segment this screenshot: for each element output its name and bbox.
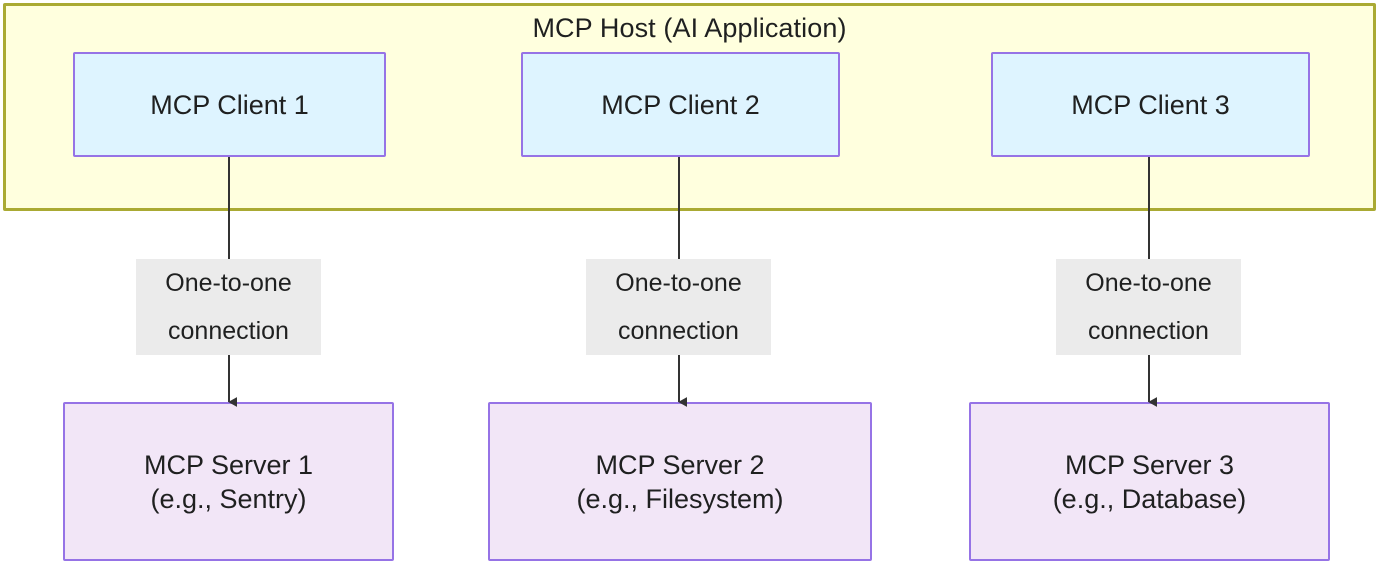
node-label-line2: (e.g., Sentry) [150, 483, 307, 514]
node-mcp-client-1[interactable]: MCP Client 1 [73, 52, 386, 157]
node-label-line2: (e.g., Database) [1052, 483, 1247, 514]
node-label-line1: MCP Server 3 [1064, 449, 1235, 480]
node-label: MCP Client 3 [1071, 89, 1230, 120]
edge-label-line1: One-to-one [615, 269, 742, 297]
edge-label-line2: connection [168, 317, 289, 345]
node-label-line2: (e.g., Filesystem) [576, 483, 784, 514]
node-label: MCP Client 2 [601, 89, 760, 120]
edge-label-line1: One-to-one [165, 269, 292, 297]
node-label: MCP Client 1 [150, 89, 309, 120]
edge-label-one-to-one-3: One-to-one connection [1056, 259, 1241, 355]
node-mcp-server-3[interactable]: MCP Server 3 (e.g., Database) [969, 402, 1330, 561]
node-label-line1: MCP Server 1 [143, 449, 314, 480]
edge-label-line2: connection [1088, 317, 1209, 345]
edge-label-one-to-one-1: One-to-one connection [136, 259, 321, 355]
node-mcp-server-2[interactable]: MCP Server 2 (e.g., Filesystem) [488, 402, 872, 561]
node-label-line1: MCP Server 2 [595, 449, 765, 480]
edge-label-line1: One-to-one [1085, 269, 1212, 297]
edge-label-one-to-one-2: One-to-one connection [586, 259, 771, 355]
mcp-host-title: MCP Host (AI Application) [532, 13, 847, 43]
node-mcp-client-3[interactable]: MCP Client 3 [991, 52, 1310, 157]
node-mcp-client-2[interactable]: MCP Client 2 [521, 52, 840, 157]
edge-label-line2: connection [618, 317, 739, 345]
node-mcp-server-1[interactable]: MCP Server 1 (e.g., Sentry) [63, 402, 394, 561]
